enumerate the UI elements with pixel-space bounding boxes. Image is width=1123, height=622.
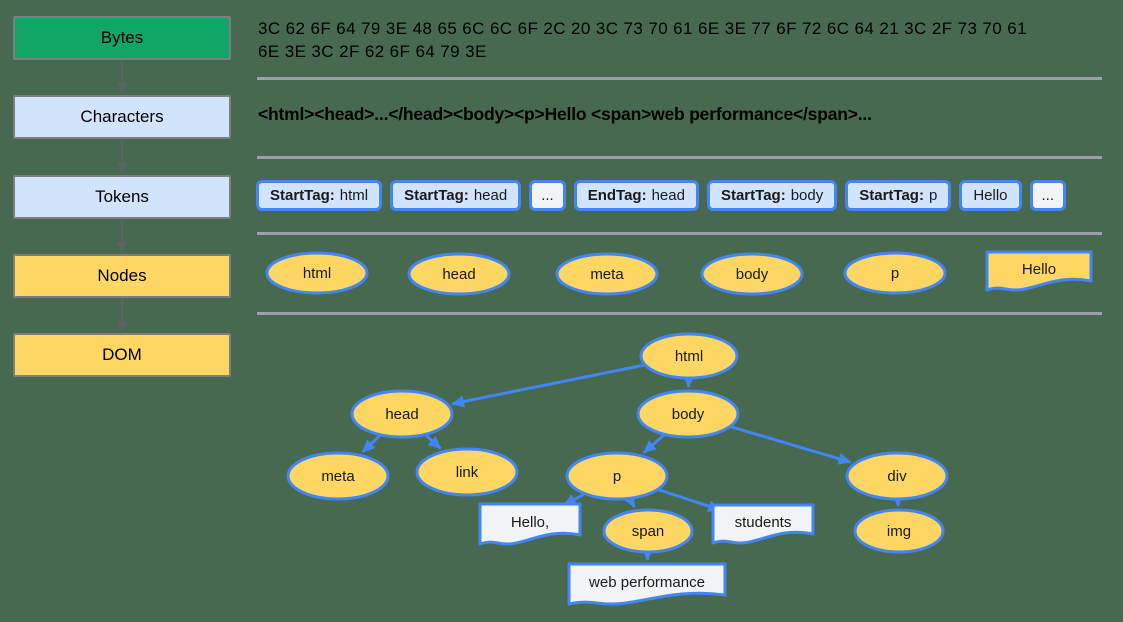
nodes-row-node-html: html [265,251,369,295]
nodes-row-node-body: body [700,252,804,296]
dom-tree-node-head: head [350,389,454,439]
token-type: StartTag: [404,187,469,204]
section-divider-4 [257,312,1102,315]
token-starttag-p: StartTag:p [845,180,952,211]
section-divider-2 [257,156,1102,159]
stage-label: Characters [80,107,164,126]
nodes-row-node-label: body [736,266,769,283]
dom-tree-node-img: img [853,508,945,554]
dom-tree-node-label: head [385,406,418,423]
tree-edge-head-meta [361,434,381,454]
dom-tree-node-label: Hello, [511,514,549,531]
tree-edge-p-hello [563,492,585,507]
nodes-row-node-label: Hello [1022,261,1056,278]
section-divider-1 [257,77,1102,80]
dom-tree-node-label: body [672,406,705,423]
token-type: StartTag: [270,187,335,204]
token-starttag-head: StartTag:head [390,180,522,211]
nodes-row-node-label: meta [590,266,624,283]
dom-tree-node-p: p [565,451,669,501]
nodes-row-node-head: head [407,252,511,296]
dom-tree-node-web-performance: web performance [567,562,727,606]
stage-nodes: Nodes [13,254,231,298]
nodes-row-node-hello: Hello [985,250,1093,292]
nodes-row-node-label: p [891,265,899,282]
dom-tree-node-label: html [675,348,703,365]
dom-tree-node-label: web performance [588,574,705,591]
stage-characters: Characters [13,95,231,139]
dom-tree-node-link: link [415,447,519,497]
tree-edge-body-div [730,425,852,465]
dom-tree-node-label: p [613,468,621,485]
token-type: EndTag: [587,187,647,204]
stage-label: Nodes [97,266,147,285]
stage-label: Bytes [100,28,144,47]
stage-dom: DOM [13,333,231,377]
nodes-row-node-meta: meta [555,252,659,296]
tree-edge-p-span [623,493,636,508]
tree-edge-p-students [658,488,722,512]
token-type: StartTag: [859,187,924,204]
token-starttag-html: StartTag:html [256,180,383,211]
dom-tree-node-label: div [887,468,907,485]
bytes-text-line-1: 3C 62 6F 64 79 3E 48 65 6C 6C 6F 2C 20 3… [258,19,1027,38]
stage-tokens: Tokens [13,175,231,219]
stage-label: Tokens [95,187,149,206]
dom-tree: html head body meta link p div span img Hello, stu… [286,332,949,606]
token-ellipsis-7: ... [1029,180,1067,211]
token-endtag-head: EndTag:head [573,180,699,211]
stage-label: DOM [102,345,142,364]
dom-tree-node-span: span [602,508,694,554]
token-ellipsis-2: ... [529,180,566,211]
dom-tree-node-label: meta [321,468,355,485]
stage-bytes: Bytes [13,16,231,60]
nodes-row-node-label: head [442,266,475,283]
tree-edge-html-head [451,363,645,408]
dom-tree-node-body: body [636,389,740,439]
tree-edge-head-link [424,434,442,450]
dom-tree-node-meta: meta [286,451,390,501]
nodes-row: html head meta body p Hello [265,250,1093,296]
dom-tree-node-hello: Hello, [478,502,582,546]
tree-edge-body-p [642,433,665,454]
token-starttag-body: StartTag:body [706,180,838,211]
token-type: StartTag: [720,187,786,204]
characters-text: <html><head>...</head><body><p>Hello <sp… [258,104,872,124]
nodes-row-node-p: p [843,251,947,295]
dom-tree-node-html: html [639,332,739,380]
dom-tree-node-div: div [845,451,949,501]
nodes-row-node-label: html [303,265,331,282]
dom-tree-node-label: link [456,464,479,481]
dom-tree-node-students: students [711,503,815,545]
token-text-hello: Hello [959,180,1022,211]
dom-tree-node-label: span [632,523,665,540]
section-divider-3 [257,232,1102,235]
dom-tree-node-label: img [887,523,911,540]
bytes-text-line-2: 6E 3E 3C 2F 62 6F 64 79 3E [258,42,487,61]
dom-tree-node-label: students [735,514,792,531]
